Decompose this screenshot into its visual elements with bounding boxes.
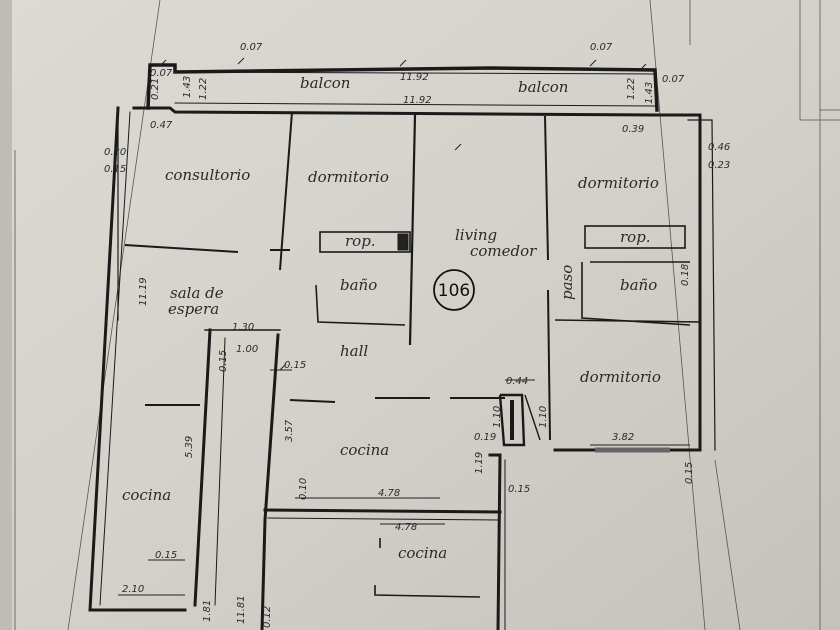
room-label-bano-2: baño — [620, 276, 657, 294]
dim-143-left: 1.43 — [182, 76, 193, 98]
dimension-ticks — [118, 57, 690, 596]
dim-007-c: 0.07 — [590, 42, 613, 53]
dim-015-c: 0.15 — [284, 360, 306, 371]
dim-122-left: 1.22 — [198, 78, 209, 100]
page-edge-shadow — [0, 0, 12, 630]
dim-478-b: 4.78 — [395, 522, 417, 533]
dim-110-a: 1.10 — [492, 406, 503, 428]
dim-539: 5.39 — [184, 436, 195, 458]
unit-number: 106 — [438, 281, 470, 301]
dim-046: 0.46 — [708, 142, 730, 153]
dim-210: 2.10 — [122, 584, 144, 595]
dim-478-a: 4.78 — [378, 488, 400, 499]
dim-181-b: 11.81 — [236, 595, 247, 624]
room-label-sala-de: sala de — [170, 284, 224, 302]
room-label-balcon-left: balcon — [300, 74, 350, 92]
dim-357: 3.57 — [284, 419, 295, 442]
dim-030: 0.30 — [104, 147, 126, 158]
dim-012: 0.12 — [262, 606, 273, 628]
dim-007-d: 0.07 — [662, 74, 685, 85]
room-label-rop-2: rop. — [620, 228, 651, 246]
interior-walls — [124, 111, 701, 598]
dim-1119: 11.19 — [138, 277, 149, 306]
dim-1192-mid: 11.92 — [403, 95, 432, 106]
dim-119: 1.19 — [474, 452, 485, 474]
dim-015-f: 0.15 — [155, 550, 177, 561]
dim-044: 0.44 — [506, 376, 528, 387]
room-label-espera: espera — [168, 300, 219, 318]
room-labels: balcon balcon consultorio dormitorio dor… — [122, 74, 661, 562]
dim-039: 0.39 — [622, 124, 644, 135]
dim-181-a: 1.81 — [202, 600, 213, 622]
dim-021: 0.21 — [150, 78, 161, 100]
dim-007-a: 0.07 — [150, 68, 173, 79]
dim-100: 1.00 — [236, 344, 258, 355]
room-label-consultorio: consultorio — [165, 166, 250, 184]
room-label-cocina-center: cocina — [340, 441, 389, 459]
dim-015-e: 0.15 — [508, 484, 530, 495]
dim-015-d: 0.15 — [684, 462, 695, 484]
unit-number-circle — [433, 269, 475, 311]
dim-1192-top: 11.92 — [400, 72, 429, 83]
dim-015-a: 0.15 — [104, 164, 126, 175]
dim-007-b: 0.07 — [240, 42, 263, 53]
room-label-hall: hall — [340, 342, 368, 360]
dim-019: 0.19 — [474, 432, 496, 443]
room-label-cocina-bottom: cocina — [398, 544, 447, 562]
dim-110-b: 1.10 — [538, 406, 549, 428]
exterior-walls — [88, 63, 716, 630]
room-label-bano-1: baño — [340, 276, 377, 294]
room-label-dormitorio-1: dormitorio — [308, 168, 389, 186]
dim-382: 3.82 — [612, 432, 634, 443]
room-label-cocina-left: cocina — [122, 486, 171, 504]
room-label-balcon-right: balcon — [518, 78, 568, 96]
room-label-rop-1: rop. — [345, 232, 376, 250]
dim-130: 1.30 — [232, 322, 254, 333]
reference-lines — [14, 0, 840, 630]
room-label-comedor: comedor — [470, 242, 537, 260]
room-label-living: living — [455, 226, 497, 244]
room-label-dormitorio-2: dormitorio — [578, 174, 659, 192]
room-label-dormitorio-3: dormitorio — [580, 368, 661, 386]
dim-018: 0.18 — [680, 264, 691, 286]
dim-010: 0.10 — [298, 478, 309, 500]
dim-047: 0.47 — [150, 120, 173, 131]
dim-122-right: 1.22 — [626, 78, 637, 100]
dim-143-right: 1.43 — [644, 82, 655, 104]
dimension-labels: 0.07 0.07 0.07 0.07 0.21 1.43 1.22 11.92… — [104, 42, 730, 628]
room-label-paso: paso — [558, 265, 576, 300]
dim-023: 0.23 — [708, 160, 730, 171]
dim-015-b: 0.15 — [218, 350, 229, 372]
